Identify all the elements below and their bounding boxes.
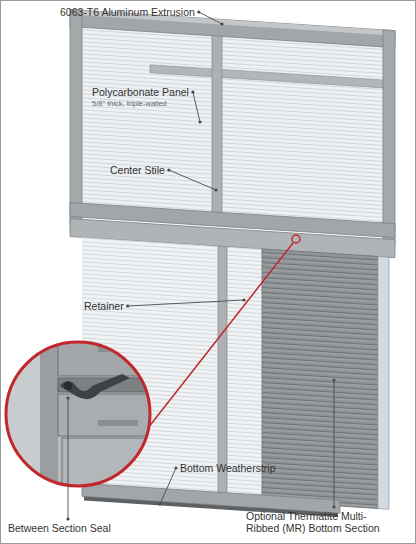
right-stile (383, 30, 395, 246)
leader-line (169, 170, 216, 190)
left-stile (70, 10, 82, 226)
polycarbonate-panel (82, 27, 383, 227)
part-label: Polycarbonate Panel (92, 86, 189, 98)
leader-dot (197, 10, 200, 13)
leader-line (193, 92, 200, 122)
leader-dot (174, 466, 177, 469)
part-label: Between Section Seal (8, 522, 111, 534)
leader-dot (220, 22, 223, 25)
magnified-profile (0, 330, 160, 500)
part-label: 6063-T6 Aluminum Extrusion (60, 6, 195, 18)
leader-dot (332, 378, 335, 381)
part-label: Bottom Weatherstrip (180, 462, 276, 474)
part-label: Retainer (84, 300, 124, 312)
magnifier-ring (6, 342, 150, 486)
mr-bottom-section (262, 249, 378, 509)
leader-line (199, 12, 222, 24)
lower-center-stile (218, 246, 227, 495)
leader-dot (198, 120, 201, 123)
leader-dot (167, 168, 170, 171)
panel-rail (150, 65, 383, 88)
leader-dot (332, 505, 335, 508)
part-label: Optional Thermatite Multi-Ribbed (MR) Bo… (246, 510, 396, 534)
leader-dot (158, 502, 161, 505)
leader-line (160, 468, 176, 504)
leader-line (128, 300, 244, 306)
leader-line (334, 380, 335, 507)
leader-dot (242, 298, 245, 301)
callout-line (148, 243, 293, 428)
leader-line (68, 398, 69, 519)
leader-dot (66, 396, 69, 399)
callout-target (292, 235, 300, 243)
section-edge (378, 257, 389, 510)
between-section-seal (60, 374, 130, 399)
part-note: 5/8" thick, triple-walled (92, 99, 167, 108)
leader-dot (126, 304, 129, 307)
part-label: Center Stile (110, 164, 165, 176)
leader-dot (66, 517, 69, 520)
leader-dot (191, 90, 194, 93)
leader-dot (214, 188, 217, 191)
